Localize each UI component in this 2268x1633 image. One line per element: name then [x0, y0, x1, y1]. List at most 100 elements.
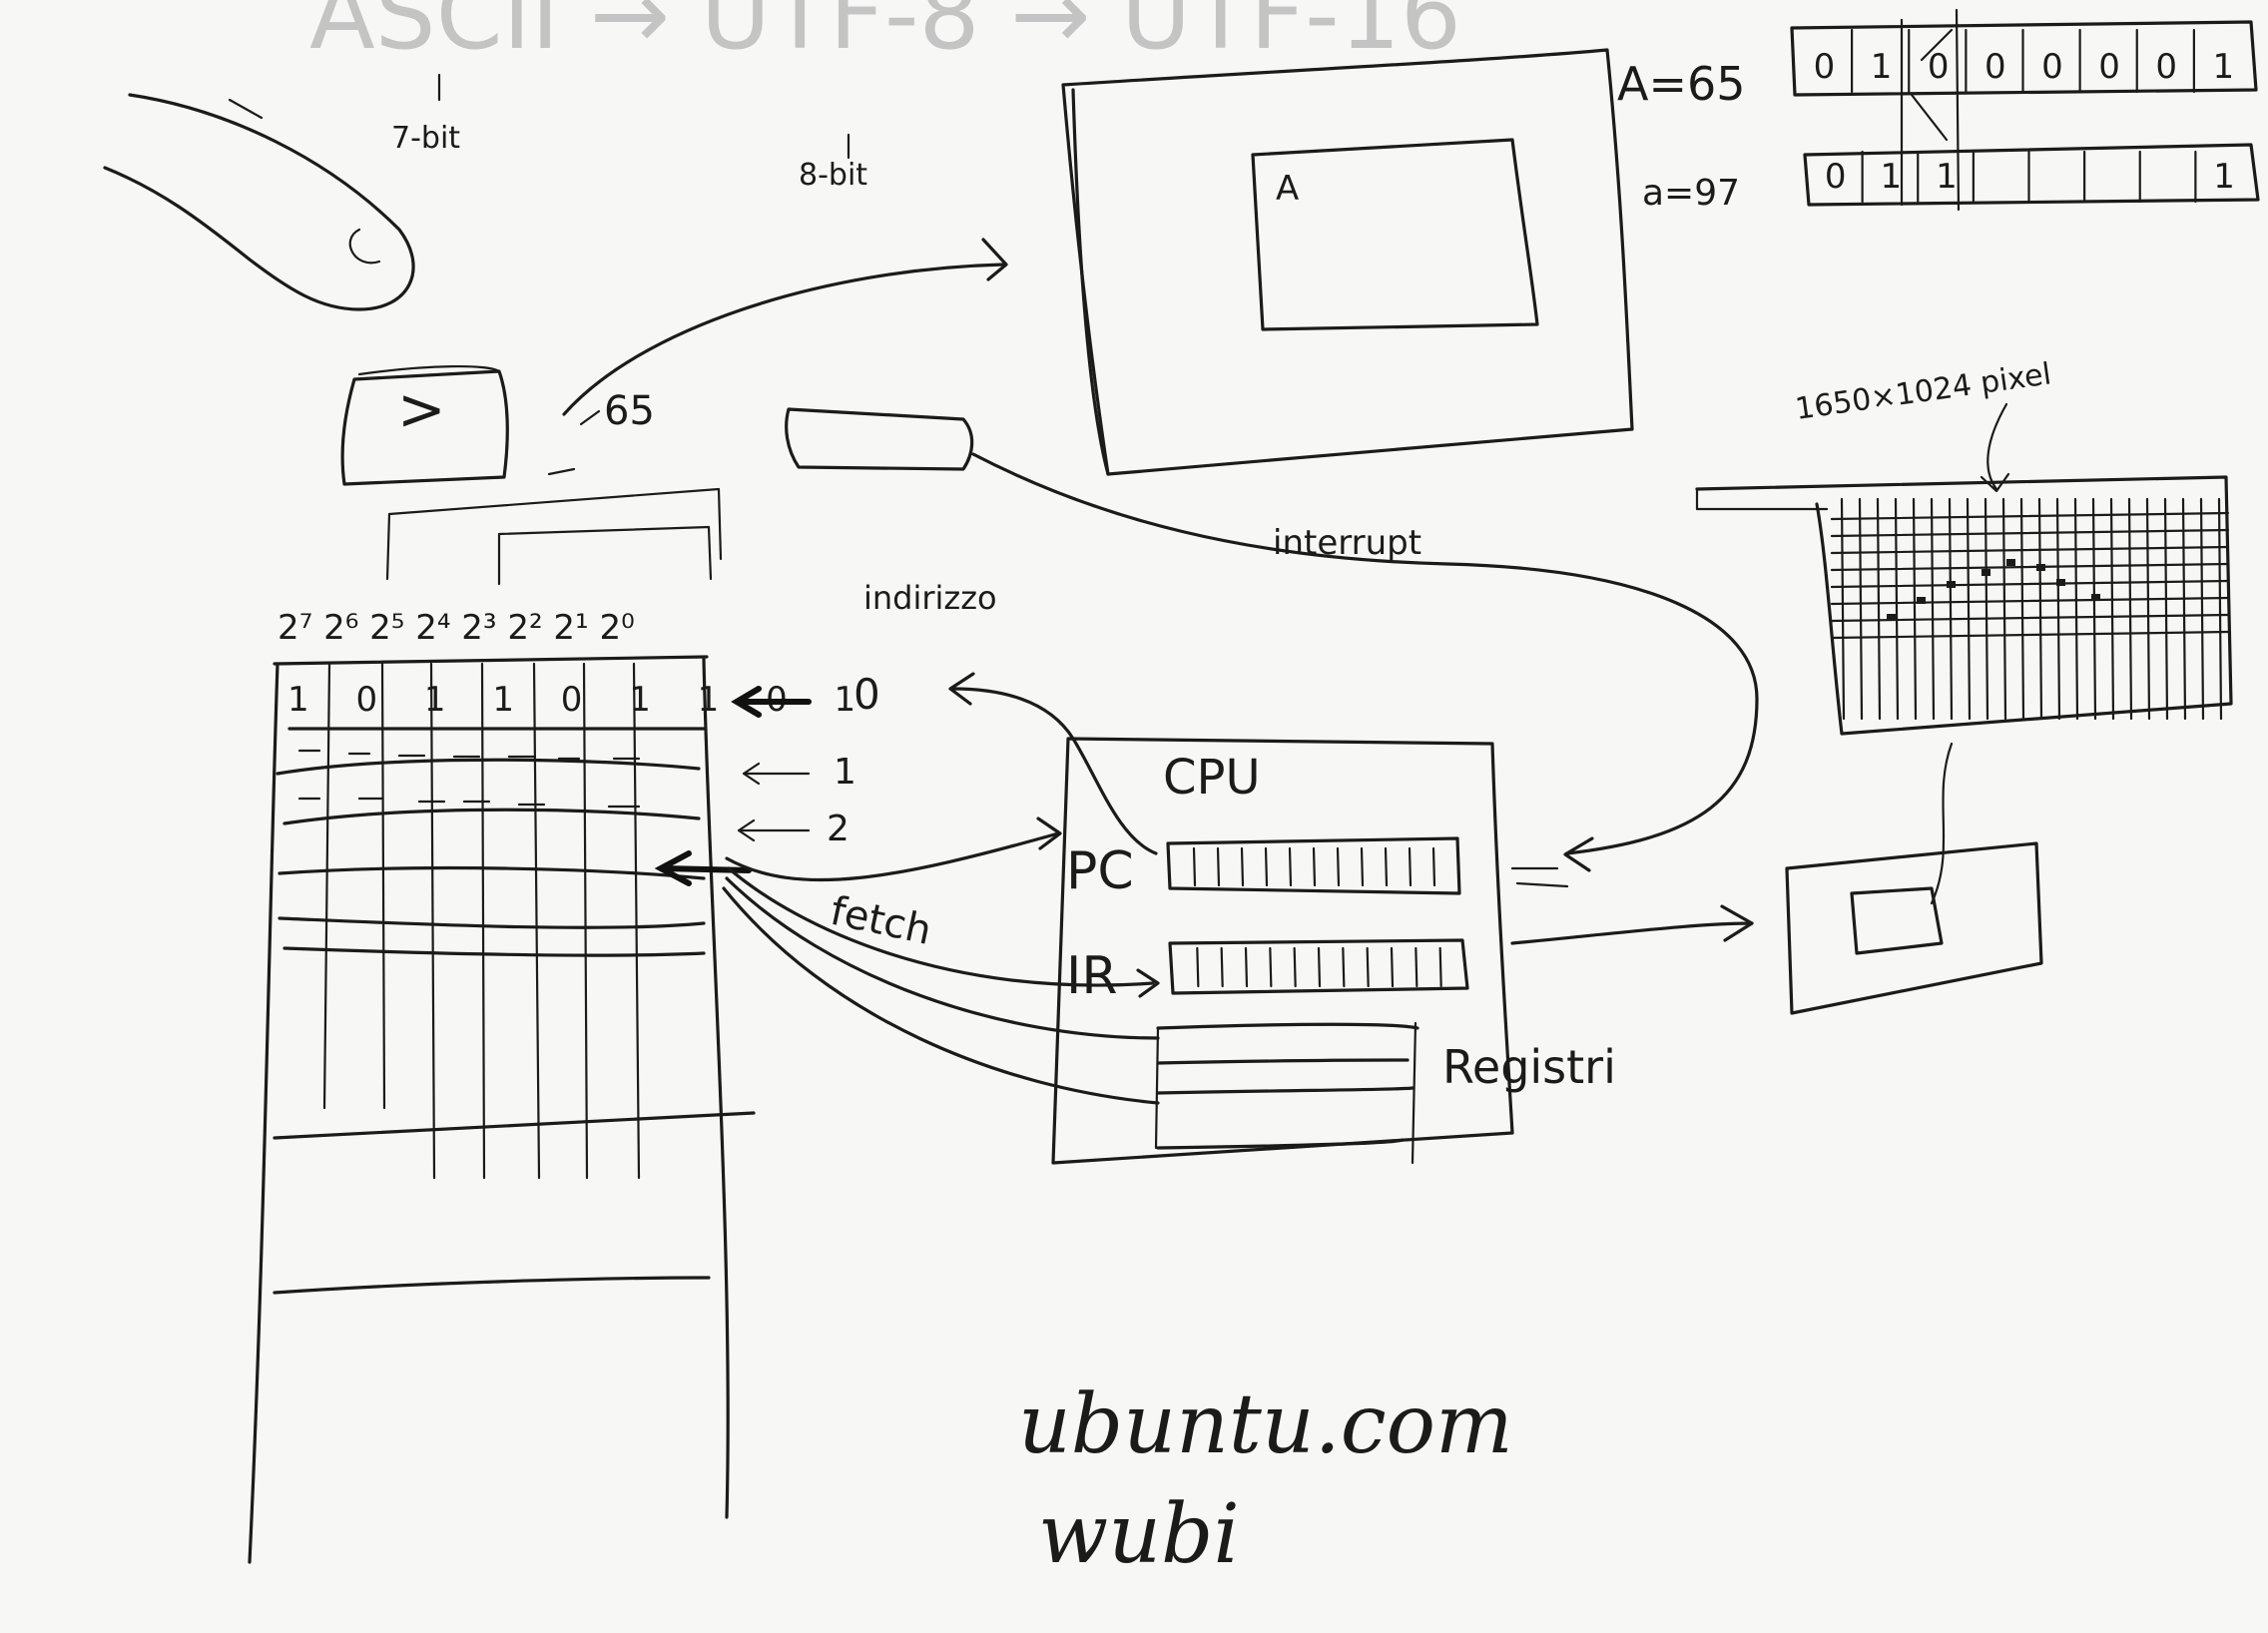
pixel-grid-left — [1695, 487, 1829, 511]
device-outer — [1785, 841, 2043, 1015]
pixel-display: 1650×1024 pixel — [1695, 356, 2233, 736]
pc-register-cell — [1408, 846, 1413, 887]
key-code-tick — [579, 409, 601, 426]
pixel-column — [2019, 497, 2025, 721]
resolution-label: 1650×1024 pixel — [1793, 356, 2053, 427]
memory-bit-header: 2⁷ 2⁶ 2⁵ 2⁴ 2³ 2² 2¹ 2⁰ — [278, 608, 635, 648]
memory-col-7 — [632, 662, 641, 1180]
lower-a-label: a=97 — [1642, 173, 1740, 214]
memory-row-line-8 — [273, 1276, 711, 1295]
fetch-label: fetch — [827, 888, 935, 954]
general-register-brackets — [1154, 1021, 1418, 1165]
upper-a-bit: 1 — [1871, 47, 1893, 87]
lit-pixel — [2091, 594, 2100, 601]
pixel-column — [2217, 497, 2223, 721]
fetch-to-ir-arrow — [727, 866, 1155, 987]
pc-to-address-arrowhead — [948, 672, 975, 706]
memory-inner-bracket — [497, 525, 713, 586]
pixel-column — [1984, 497, 1989, 721]
ir-label: IR — [1066, 946, 1117, 1006]
device-link — [1930, 742, 1954, 905]
pc-register-cell — [1288, 846, 1293, 887]
ir-register-cell — [1220, 946, 1224, 988]
pc-register-cell — [1264, 846, 1269, 887]
memory-row1-dashes — [297, 749, 641, 761]
upper-a-bit: 0 — [2098, 47, 2120, 87]
ir-register-cell — [1317, 946, 1322, 988]
cpu-outline — [1051, 737, 1514, 1165]
pixel-column — [2073, 497, 2079, 721]
pixel-row — [1830, 613, 2230, 623]
cpu-to-device-arrow — [1510, 921, 1754, 945]
ir-register-cells — [1196, 946, 1442, 988]
footer-line-2: wubi — [1038, 1487, 1240, 1582]
keyboard-key: > 65 — [340, 365, 655, 486]
case-bit-marks — [1910, 28, 1954, 142]
fetch-to-reg2-arrow — [722, 886, 1160, 1105]
memory-col-6 — [582, 662, 589, 1180]
finger-outline — [103, 93, 415, 311]
memory-row-line-7 — [273, 1111, 756, 1140]
key-to-screen-arrowhead — [981, 238, 1008, 281]
ir-register-cell — [1342, 946, 1346, 988]
screen-window — [1251, 138, 1539, 331]
pixel-row — [1830, 545, 2230, 555]
ir-register — [1168, 938, 1469, 995]
lower-a-bit: 0 — [1825, 157, 1847, 197]
memory-right-edge — [702, 657, 730, 1519]
memory-row-line-6 — [283, 946, 706, 957]
lit-pixel — [2036, 564, 2045, 571]
key-to-screen-arrow — [562, 263, 1005, 416]
pixel-column — [1948, 497, 1954, 721]
memory-row-line-4 — [278, 865, 706, 880]
memory-col-4 — [480, 662, 486, 1180]
device-inner — [1850, 886, 1944, 955]
monitor-outline — [1061, 48, 1634, 476]
pixel-row — [1830, 579, 2230, 589]
screen-glyph: A — [1276, 169, 1299, 209]
ir-register-cell — [1269, 946, 1273, 988]
cpu-to-device-arrowhead — [1720, 904, 1754, 942]
cpu-block: CPU PC IR Registri — [1051, 737, 1616, 1165]
memory-col-2 — [380, 662, 386, 1110]
finger-detail — [228, 98, 264, 120]
pc-register-cell — [1192, 846, 1197, 887]
cpu-interrupt-tick — [1510, 866, 1569, 888]
general-register-1-bottom — [1156, 1058, 1410, 1065]
footer-line-1: ubuntu.com — [1018, 1377, 1513, 1472]
key-code-label: 65 — [604, 388, 655, 434]
cpu-title: CPU — [1163, 750, 1261, 806]
key-outline — [340, 369, 509, 486]
pixel-grid-outline — [1695, 475, 2233, 736]
memory-left-edge — [248, 662, 280, 1564]
pixel-row — [1830, 562, 2230, 572]
pc-to-address-arrow — [951, 687, 1158, 855]
memory-row2-dashes — [297, 797, 641, 809]
resolution-pointer — [1980, 402, 2010, 493]
address-1: 1 — [834, 752, 856, 793]
pixel-column — [2109, 497, 2115, 721]
pc-label: PC — [1066, 841, 1134, 901]
memory-row-line-5 — [278, 916, 706, 929]
pixel-column — [1966, 497, 1972, 721]
upper-a-bit: 0 — [2041, 47, 2063, 87]
pixel-column — [1912, 497, 1918, 721]
pixel-column — [2145, 497, 2151, 721]
interrupt-arrowhead — [1563, 836, 1594, 872]
memory-table: 2⁷ 2⁶ 2⁵ 2⁴ 2³ 2² 2¹ 2⁰ 1 0 1 1 0 1 1 0 … — [248, 467, 997, 1564]
interrupt-label: interrupt — [1273, 523, 1421, 563]
address-2-arrow — [737, 818, 811, 842]
key-top — [357, 365, 501, 376]
general-register-2-bottom — [1156, 1138, 1405, 1150]
memory-top-bracket — [387, 487, 723, 561]
ir-register-cell — [1438, 946, 1442, 988]
lit-pixel — [2056, 579, 2065, 586]
pc-register-cell — [1240, 846, 1245, 887]
output-device — [1785, 742, 2043, 1015]
upper-a-bit: 0 — [1814, 47, 1836, 87]
pc-register-cells — [1192, 846, 1436, 887]
lit-pixel — [2006, 559, 2015, 566]
pc-register-cell — [1384, 846, 1389, 887]
